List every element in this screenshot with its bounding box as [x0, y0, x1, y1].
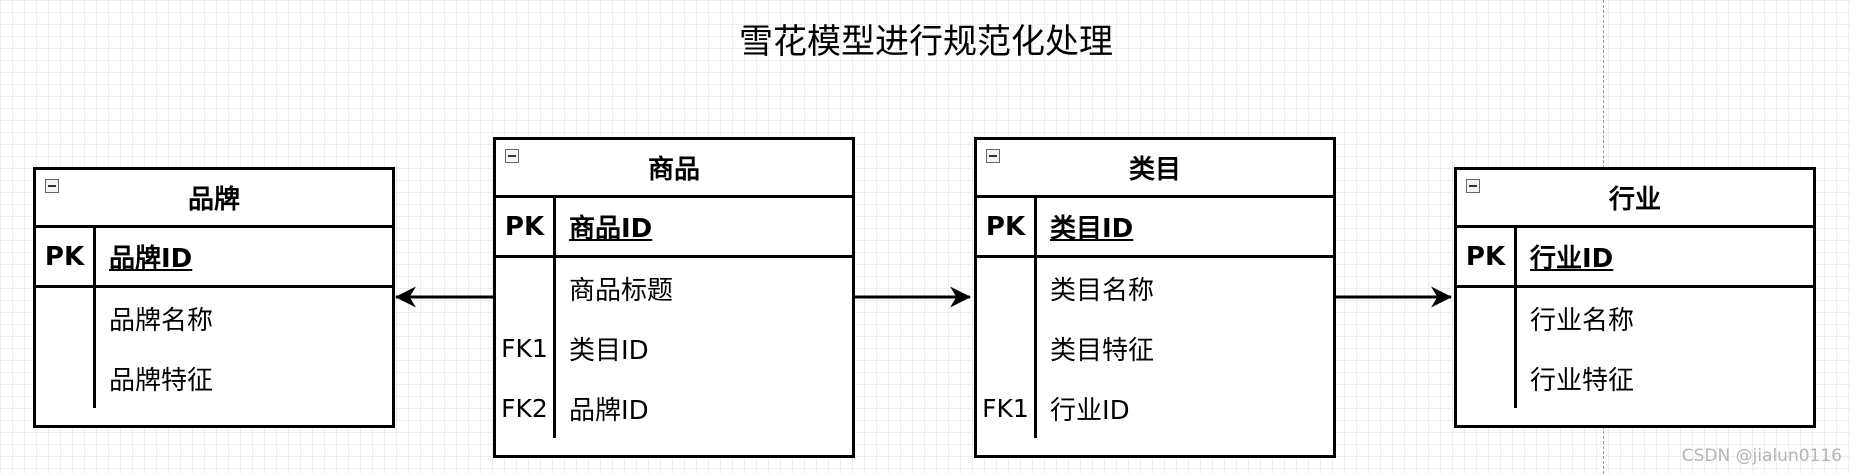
key-column-divider: [553, 198, 556, 255]
primary-key-row[interactable]: PK 品牌ID: [36, 228, 392, 288]
pk-label: PK: [1465, 241, 1506, 272]
primary-key-row[interactable]: PK 行业ID: [1457, 228, 1813, 288]
field-key: FK1: [982, 393, 1029, 423]
field-row[interactable]: 品牌特征: [36, 348, 392, 408]
field-row[interactable]: 行业特征: [1457, 348, 1813, 408]
table-name: 类目: [1128, 155, 1181, 185]
table-brand[interactable]: 品牌 PK 品牌ID 品牌名称 品牌特征: [33, 167, 395, 428]
field-row[interactable]: FK1 行业ID: [977, 378, 1333, 438]
field-list: 行业名称 行业特征: [1457, 288, 1813, 408]
table-header[interactable]: 类目: [977, 140, 1333, 198]
field-row[interactable]: FK2 品牌ID: [496, 378, 852, 438]
pk-field: 品牌ID: [109, 244, 193, 274]
field-name: 行业特征: [1530, 365, 1635, 396]
field-key: FK1: [501, 333, 548, 363]
pk-field: 类目ID: [1050, 214, 1134, 244]
diagram-title: 雪花模型进行规范化处理: [739, 22, 1113, 62]
collapse-icon[interactable]: [1466, 179, 1480, 193]
pk-field: 行业ID: [1530, 244, 1614, 274]
field-row[interactable]: 行业名称: [1457, 288, 1813, 348]
key-column-divider: [1514, 288, 1517, 408]
key-column-divider: [1514, 228, 1517, 285]
table-header[interactable]: 行业: [1457, 170, 1813, 228]
table-header[interactable]: 商品: [496, 140, 852, 198]
field-row[interactable]: 类目名称: [977, 258, 1333, 318]
watermark: CSDN @jialun0116: [1681, 446, 1842, 466]
field-name: 商品标题: [569, 275, 674, 306]
table-name: 商品: [647, 155, 700, 185]
key-column-divider: [1034, 258, 1037, 438]
key-column-divider: [93, 288, 96, 408]
pk-label: PK: [44, 241, 85, 272]
field-list: 品牌名称 品牌特征: [36, 288, 392, 408]
primary-key-row[interactable]: PK 类目ID: [977, 198, 1333, 258]
pk-label: PK: [504, 211, 545, 242]
field-name: 类目特征: [1050, 335, 1155, 366]
table-product[interactable]: 商品 PK 商品ID 商品标题 FK1 类目ID FK2 品牌ID: [493, 137, 855, 458]
pk-field: 商品ID: [569, 214, 653, 244]
field-row[interactable]: 商品标题: [496, 258, 852, 318]
field-name: 品牌名称: [109, 305, 214, 336]
key-column-divider: [93, 228, 96, 285]
field-row[interactable]: FK1 类目ID: [496, 318, 852, 378]
field-list: 类目名称 类目特征 FK1 行业ID: [977, 258, 1333, 438]
primary-key-row[interactable]: PK 商品ID: [496, 198, 852, 258]
field-row[interactable]: 品牌名称: [36, 288, 392, 348]
field-name: 行业ID: [1050, 395, 1130, 426]
field-list: 商品标题 FK1 类目ID FK2 品牌ID: [496, 258, 852, 438]
field-name: 行业名称: [1530, 305, 1635, 336]
table-industry[interactable]: 行业 PK 行业ID 行业名称 行业特征: [1454, 167, 1816, 428]
collapse-icon[interactable]: [45, 179, 59, 193]
table-category[interactable]: 类目 PK 类目ID 类目名称 类目特征 FK1 行业ID: [974, 137, 1336, 458]
collapse-icon[interactable]: [505, 149, 519, 163]
table-header[interactable]: 品牌: [36, 170, 392, 228]
field-name: 品牌ID: [569, 395, 649, 426]
field-name: 类目ID: [569, 335, 649, 366]
table-name: 行业: [1608, 185, 1661, 215]
table-name: 品牌: [187, 185, 240, 215]
key-column-divider: [1034, 198, 1037, 255]
key-column-divider: [553, 258, 556, 438]
collapse-icon[interactable]: [986, 149, 1000, 163]
field-row[interactable]: 类目特征: [977, 318, 1333, 378]
field-key: FK2: [501, 393, 548, 423]
field-name: 品牌特征: [109, 365, 214, 396]
field-name: 类目名称: [1050, 275, 1155, 306]
pk-label: PK: [985, 211, 1026, 242]
